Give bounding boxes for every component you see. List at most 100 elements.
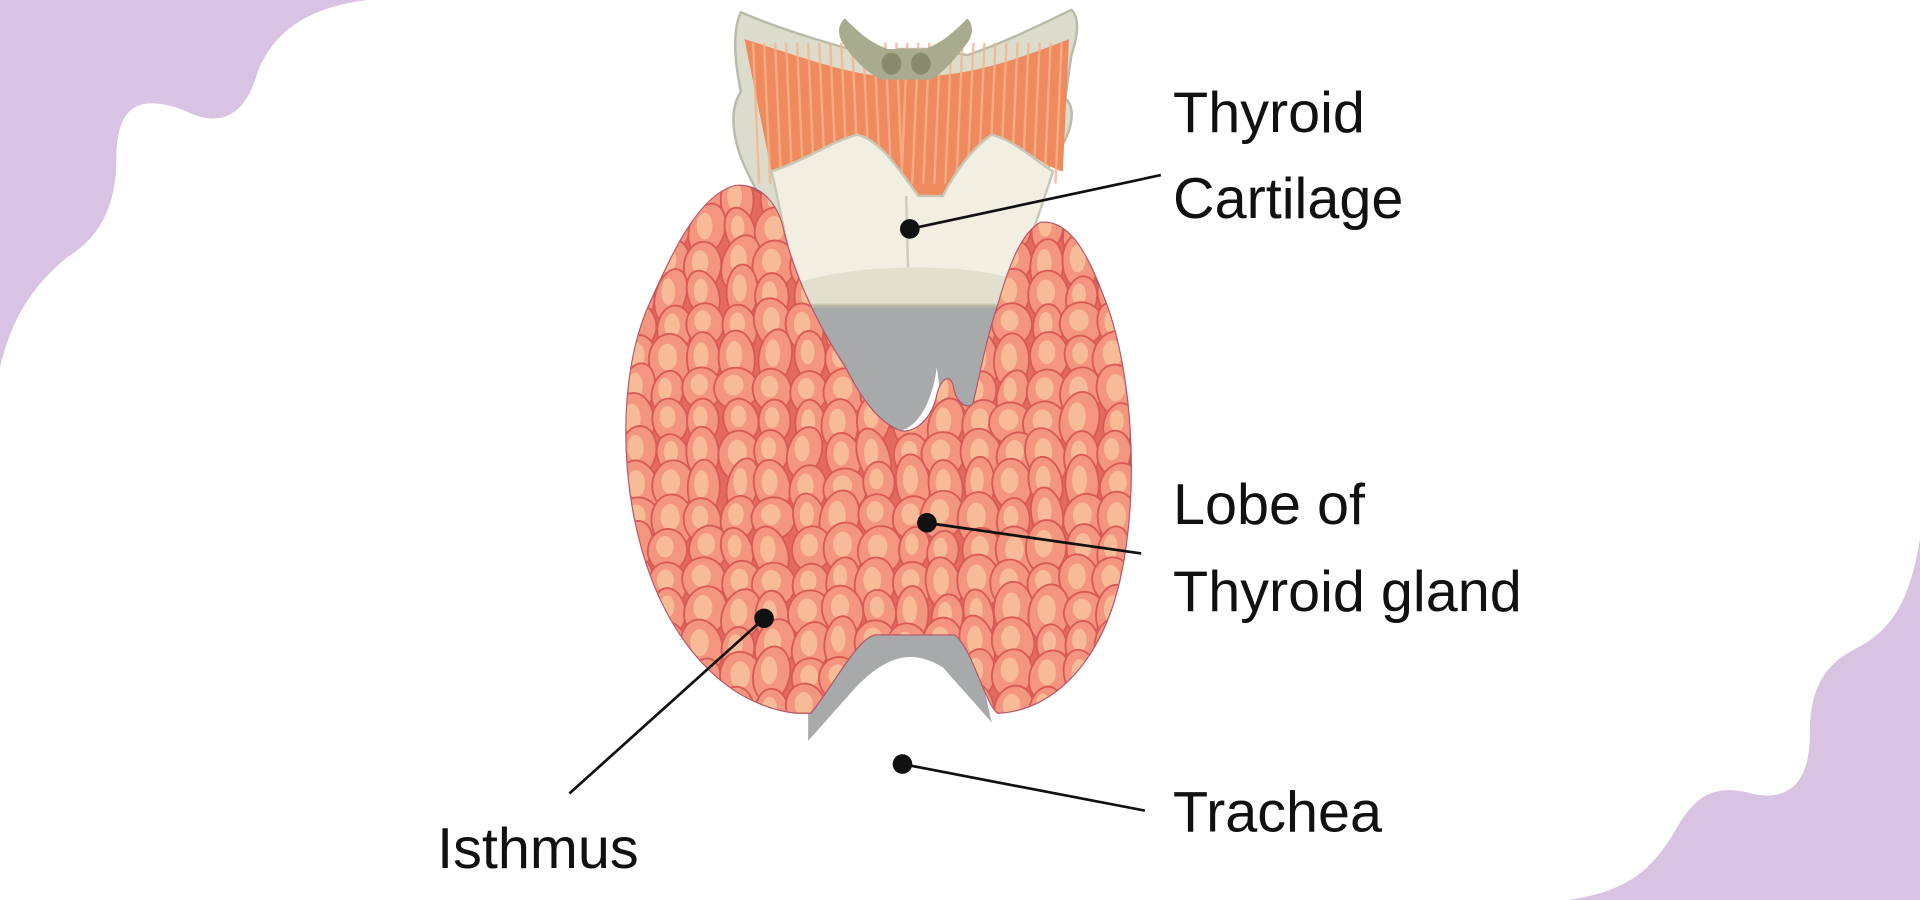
follicle-highlight: [1000, 657, 1019, 683]
follicle-highlight: [1109, 410, 1124, 432]
follicle: [1091, 234, 1131, 288]
follicle-highlight: [696, 693, 713, 713]
follicle-highlight: [727, 185, 743, 210]
follicle-highlight: [1104, 438, 1120, 461]
follicle-highlight: [1103, 534, 1118, 559]
follicle-highlight: [1036, 249, 1052, 277]
follicle-highlight: [899, 658, 914, 684]
muscle-stripe: [773, 42, 783, 184]
follicle-highlight: [1071, 658, 1088, 686]
follicle-highlight: [664, 313, 680, 338]
follicle-highlight: [930, 439, 951, 462]
follicle: [626, 240, 652, 284]
follicle-highlight: [1068, 402, 1086, 432]
follicle-highlight: [626, 531, 640, 561]
follicle-highlight: [693, 278, 708, 303]
follicle-highlight: [627, 470, 645, 498]
follicle-highlight: [626, 629, 641, 659]
marker-dot-isthmus: [754, 608, 774, 629]
follicle-highlight: [797, 473, 814, 498]
follicle-highlight: [661, 469, 681, 495]
follicle-highlight: [1072, 502, 1092, 528]
follicle-highlight: [1000, 467, 1019, 494]
follicle-highlight: [1032, 409, 1053, 433]
follicle-highlight: [730, 598, 748, 626]
follicle-highlight: [1037, 497, 1052, 525]
label-lobe-line2: Thyroid gland: [1173, 560, 1522, 624]
follicle-highlight: [1003, 505, 1019, 529]
follicle-highlight: [663, 440, 679, 463]
follicle-highlight: [1069, 244, 1086, 273]
follicle-highlight: [732, 274, 747, 302]
follicle-highlight: [760, 656, 778, 685]
follicle-highlight: [833, 564, 848, 588]
follicle-highlight: [696, 185, 712, 207]
follicle-highlight: [1069, 309, 1089, 331]
follicle-highlight: [1038, 311, 1053, 336]
follicle-highlight: [833, 376, 853, 400]
follicle-highlight: [938, 694, 955, 713]
follicle-highlight: [1038, 211, 1053, 237]
follicle-highlight: [693, 342, 709, 370]
marker-dot-thyroid-cartilage: [900, 219, 920, 239]
follicle-highlight: [832, 531, 853, 558]
follicle-highlight: [693, 594, 713, 621]
follicle: [1060, 185, 1104, 224]
follicle-highlight: [630, 666, 644, 688]
follicle-highlight: [657, 343, 678, 371]
follicle-highlight: [794, 691, 813, 713]
follicle-highlight: [1038, 659, 1056, 686]
follicle-highlight: [663, 185, 680, 208]
follicle-highlight: [799, 501, 814, 527]
follicle-highlight: [1106, 374, 1126, 402]
muscle-stripe: [955, 42, 964, 184]
follicle-highlight: [1035, 465, 1051, 493]
follicle-highlight: [764, 216, 785, 241]
follicle: [647, 651, 688, 699]
label-lobe-line1: Lobe of: [1173, 473, 1366, 537]
follicle-highlight: [726, 340, 743, 370]
follicle-highlight: [998, 409, 1019, 431]
follicle: [1094, 654, 1131, 699]
follicle-highlight: [694, 469, 709, 498]
follicle-highlight: [966, 564, 987, 592]
follicle-highlight: [800, 630, 818, 657]
muscle-stripe: [762, 42, 772, 184]
follicle-highlight: [902, 464, 919, 494]
follicle-highlight: [864, 438, 879, 468]
follicle-highlight: [935, 407, 952, 434]
marker-dot-trachea: [892, 754, 913, 774]
follicle-highlight: [793, 311, 811, 337]
follicle-highlight: [1005, 440, 1024, 464]
follicle-highlight: [690, 374, 709, 396]
follicle-highlight: [833, 441, 849, 466]
follicle-highlight: [691, 564, 712, 587]
follicle-highlight: [1037, 595, 1056, 625]
muscle-stripe: [944, 42, 953, 184]
follicle-highlight: [1035, 377, 1054, 400]
follicle-highlight: [800, 570, 817, 592]
follicle-highlight: [656, 660, 674, 683]
follicle-highlight: [660, 504, 680, 531]
follicle-highlight: [626, 247, 639, 269]
follicle-highlight: [1072, 342, 1089, 364]
follicle-highlight: [723, 374, 744, 396]
follicle-highlight: [829, 408, 846, 435]
follicle-highlight: [694, 310, 711, 332]
follicle-highlight: [864, 690, 879, 713]
follicle-highlight: [1001, 343, 1017, 372]
follicle-highlight: [733, 467, 748, 496]
follicle-highlight: [1102, 662, 1119, 684]
label-thyroid-cartilage-line1: Thyroid: [1173, 81, 1365, 145]
follicle-highlight: [1072, 598, 1092, 620]
follicle-highlight: [727, 534, 742, 558]
follicle: [626, 617, 656, 678]
follicle: [626, 203, 663, 263]
follicle-highlight: [730, 568, 749, 592]
follicle-highlight: [966, 502, 986, 531]
follicle-highlight: [869, 468, 884, 490]
follicle-highlight: [659, 405, 676, 428]
follicle-highlight: [970, 466, 984, 495]
follicle-highlight: [728, 503, 744, 526]
